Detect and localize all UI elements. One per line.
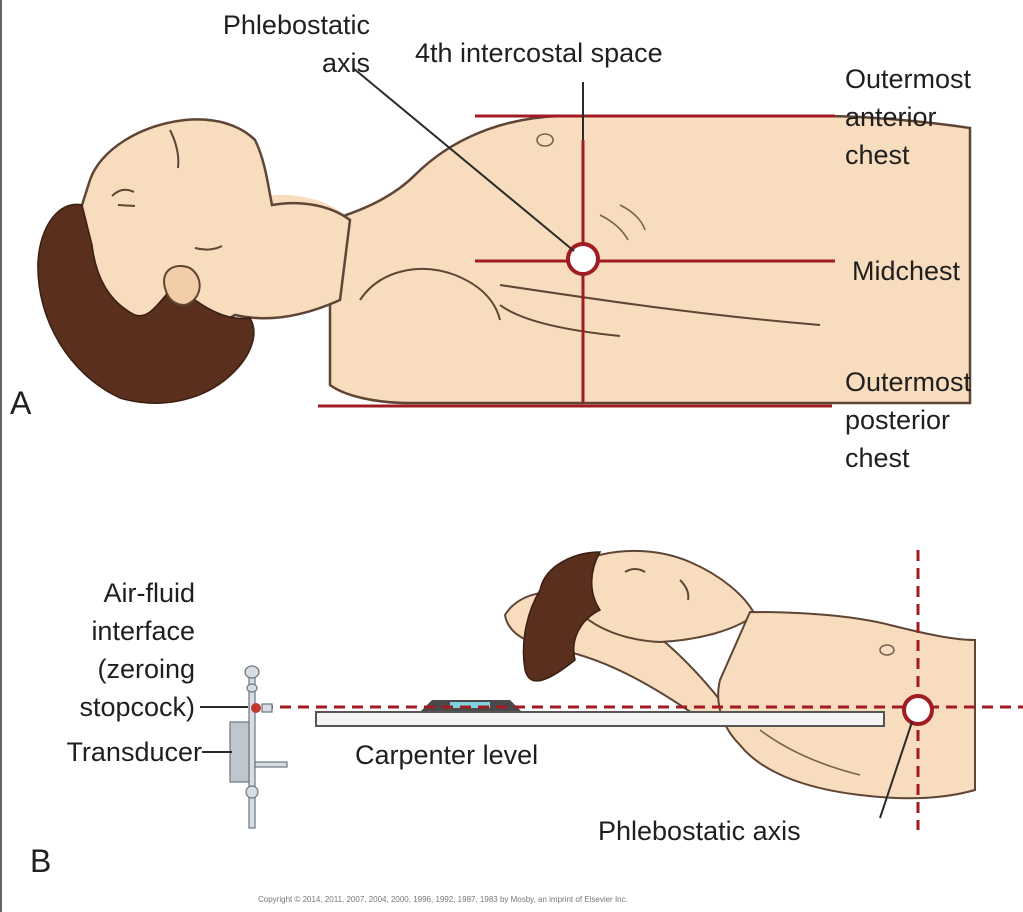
label-line: stopcock) [10, 688, 195, 726]
label-line: chest [845, 439, 971, 477]
label-line: chest [845, 136, 971, 174]
panel-b-illustration [200, 550, 1023, 830]
label-line: Outermost [845, 363, 971, 401]
carpenter-level-bar [316, 712, 884, 726]
label-line: interface [10, 612, 195, 650]
label-line: axis [150, 44, 370, 82]
panel-a-illustration [38, 68, 970, 406]
label-carpenter-level: Carpenter level [355, 736, 538, 774]
label-phlebostatic-axis-a: Phlebostatic axis [150, 6, 370, 82]
panel-a-letter: A [10, 384, 31, 422]
label-line: Phlebostatic [150, 6, 370, 44]
label-line: (zeroing [10, 650, 195, 688]
label-outermost-posterior-chest: Outermost posterior chest [845, 363, 971, 477]
transducer-assembly [230, 666, 287, 828]
patient-ear-a [164, 266, 200, 305]
label-transducer: Transducer [10, 733, 202, 771]
label-line: Air-fluid [10, 574, 195, 612]
patient-torso-b [718, 612, 975, 798]
label-line: anterior [845, 98, 971, 136]
label-line: Outermost [845, 60, 971, 98]
panel-b-letter: B [30, 842, 51, 880]
label-phlebostatic-axis-b: Phlebostatic axis [598, 812, 801, 850]
patient-hair-b [523, 552, 600, 681]
label-line: posterior [845, 401, 971, 439]
label-outermost-anterior-chest: Outermost anterior chest [845, 60, 971, 174]
phlebostatic-marker-b [904, 696, 932, 724]
label-4th-intercostal-space: 4th intercostal space [415, 34, 663, 72]
copyright-notice: Copyright © 2014, 2011, 2007, 2004, 2000… [258, 895, 628, 904]
label-midchest: Midchest [852, 252, 960, 290]
label-air-fluid-interface: Air-fluid interface (zeroing stopcock) [10, 574, 195, 726]
